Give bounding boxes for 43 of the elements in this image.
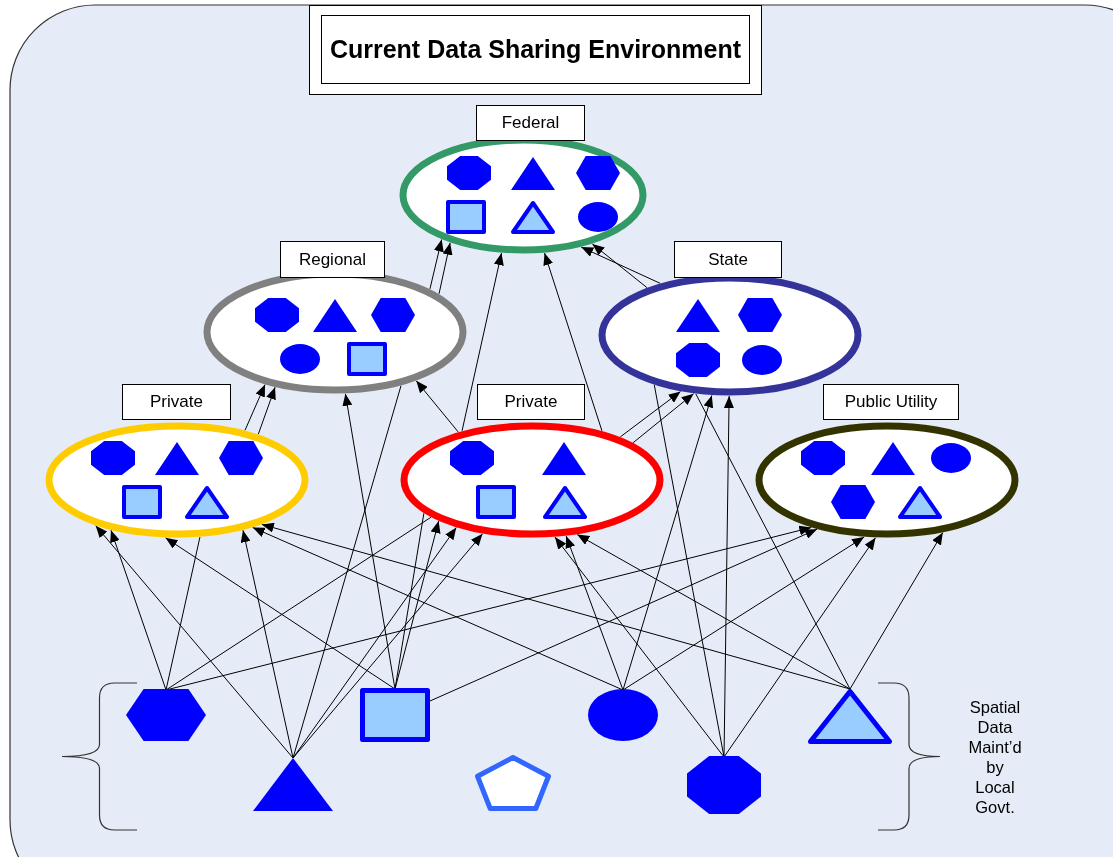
arrow (632, 393, 695, 444)
triangle-symbol (253, 757, 333, 811)
octagon-symbol (687, 756, 761, 814)
triangle-symbol (808, 688, 892, 744)
arrow (461, 252, 504, 432)
arrow (622, 394, 714, 691)
box-symbol (360, 688, 430, 742)
arrow (554, 536, 725, 758)
pentagon-symbol (475, 755, 551, 811)
arrow (723, 395, 734, 758)
arrow (429, 528, 818, 702)
arrow (619, 391, 682, 438)
arrow (576, 534, 851, 690)
arrow (580, 246, 661, 284)
arrow (261, 522, 851, 690)
arrow (292, 533, 484, 759)
arrow (438, 242, 453, 295)
arrow (565, 535, 624, 691)
level-label: Private (477, 384, 585, 420)
hexagon-symbol (126, 689, 206, 741)
arrow (415, 380, 459, 433)
arrow (342, 393, 396, 690)
arrow (429, 239, 444, 290)
arrow (244, 384, 266, 431)
arrow (591, 243, 648, 289)
level-label: State (674, 241, 782, 278)
arrow (110, 529, 167, 691)
arrow (240, 529, 294, 759)
side-note: Spatial Data Maint’d by Local Govt. (967, 697, 1023, 817)
arrow (292, 527, 457, 759)
arrow (622, 536, 865, 691)
arrow (257, 386, 276, 435)
arrow (543, 252, 603, 432)
level-label: Federal (476, 105, 585, 141)
arrow (95, 525, 294, 759)
arrow (723, 537, 876, 758)
diagram-title: Current Data Sharing Environment (321, 15, 750, 84)
arrow (849, 532, 944, 690)
level-label: Private (122, 384, 231, 420)
level-label: Public Utility (823, 384, 959, 420)
arrow (165, 537, 396, 690)
level-label: Regional (280, 241, 385, 278)
circle-symbol (588, 689, 658, 741)
